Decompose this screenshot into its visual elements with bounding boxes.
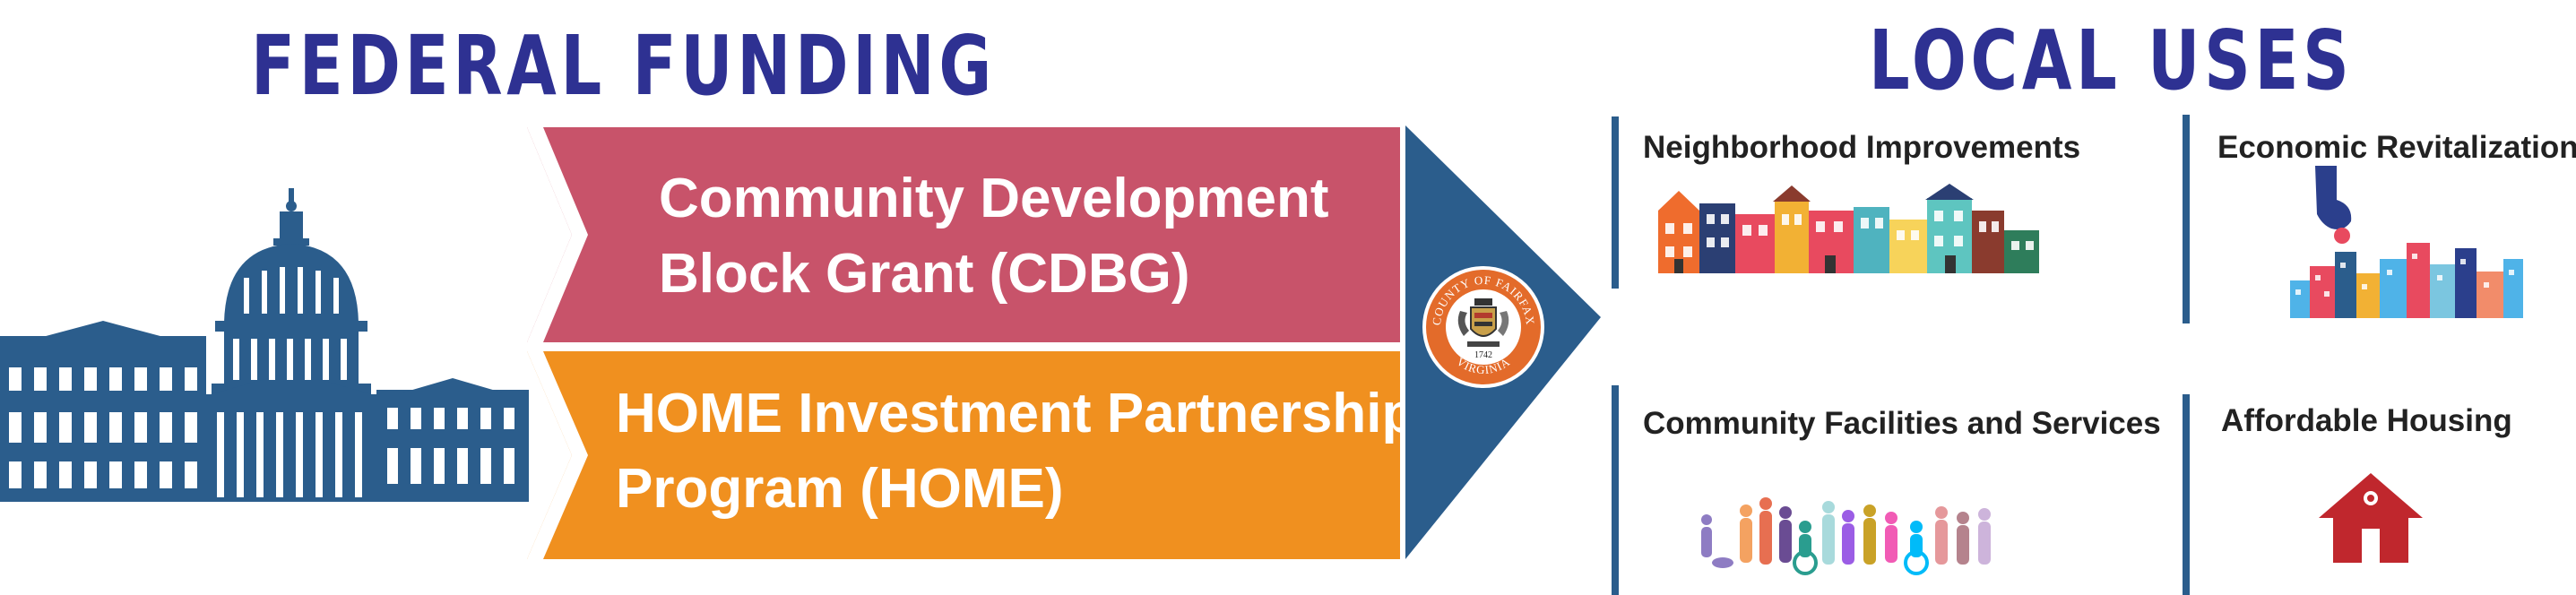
- hand-coin-city-icon: [2281, 166, 2532, 318]
- cdbg-title-line2: Block Grant (CDBG): [659, 243, 1190, 305]
- home-title-line2: Program (HOME): [616, 458, 1064, 520]
- local-uses-heading: LOCAL USES: [1869, 13, 2354, 108]
- use-label-neighborhood: Neighborhood Improvements: [1643, 130, 2081, 165]
- use-label-housing: Affordable Housing: [2221, 403, 2512, 438]
- home-banner-shape: [527, 351, 1400, 559]
- seal-year: 1742: [1474, 350, 1492, 360]
- divider-neighborhood: [1612, 116, 1619, 289]
- divider-economic: [2183, 115, 2190, 323]
- cdbg-banner: [527, 127, 1405, 342]
- capitol-building-icon: [0, 188, 529, 502]
- people-silhouettes-icon: [1694, 491, 2003, 581]
- row-houses-icon: [1658, 184, 2039, 273]
- home-banner: [527, 351, 1405, 559]
- home-chevron-stripe: [527, 351, 588, 559]
- home-title-line1: HOME Investment Partnerships: [616, 383, 1447, 444]
- cdbg-chevron-stripe: [527, 127, 588, 342]
- cdbg-title-line1: Community Development: [659, 168, 1329, 229]
- county-seal-icon: COUNTY OF FAIRFAX VIRGINIA 1742: [1421, 264, 1546, 390]
- house-icon: [2317, 466, 2425, 565]
- cdbg-banner-shape: [527, 127, 1400, 342]
- divider-facilities: [1612, 385, 1619, 595]
- divider-housing: [2183, 394, 2190, 595]
- use-label-economic: Economic Revitalization: [2217, 130, 2576, 165]
- federal-funding-heading: FEDERAL FUNDING: [251, 18, 996, 114]
- use-label-facilities: Community Facilities and Services: [1643, 406, 2161, 441]
